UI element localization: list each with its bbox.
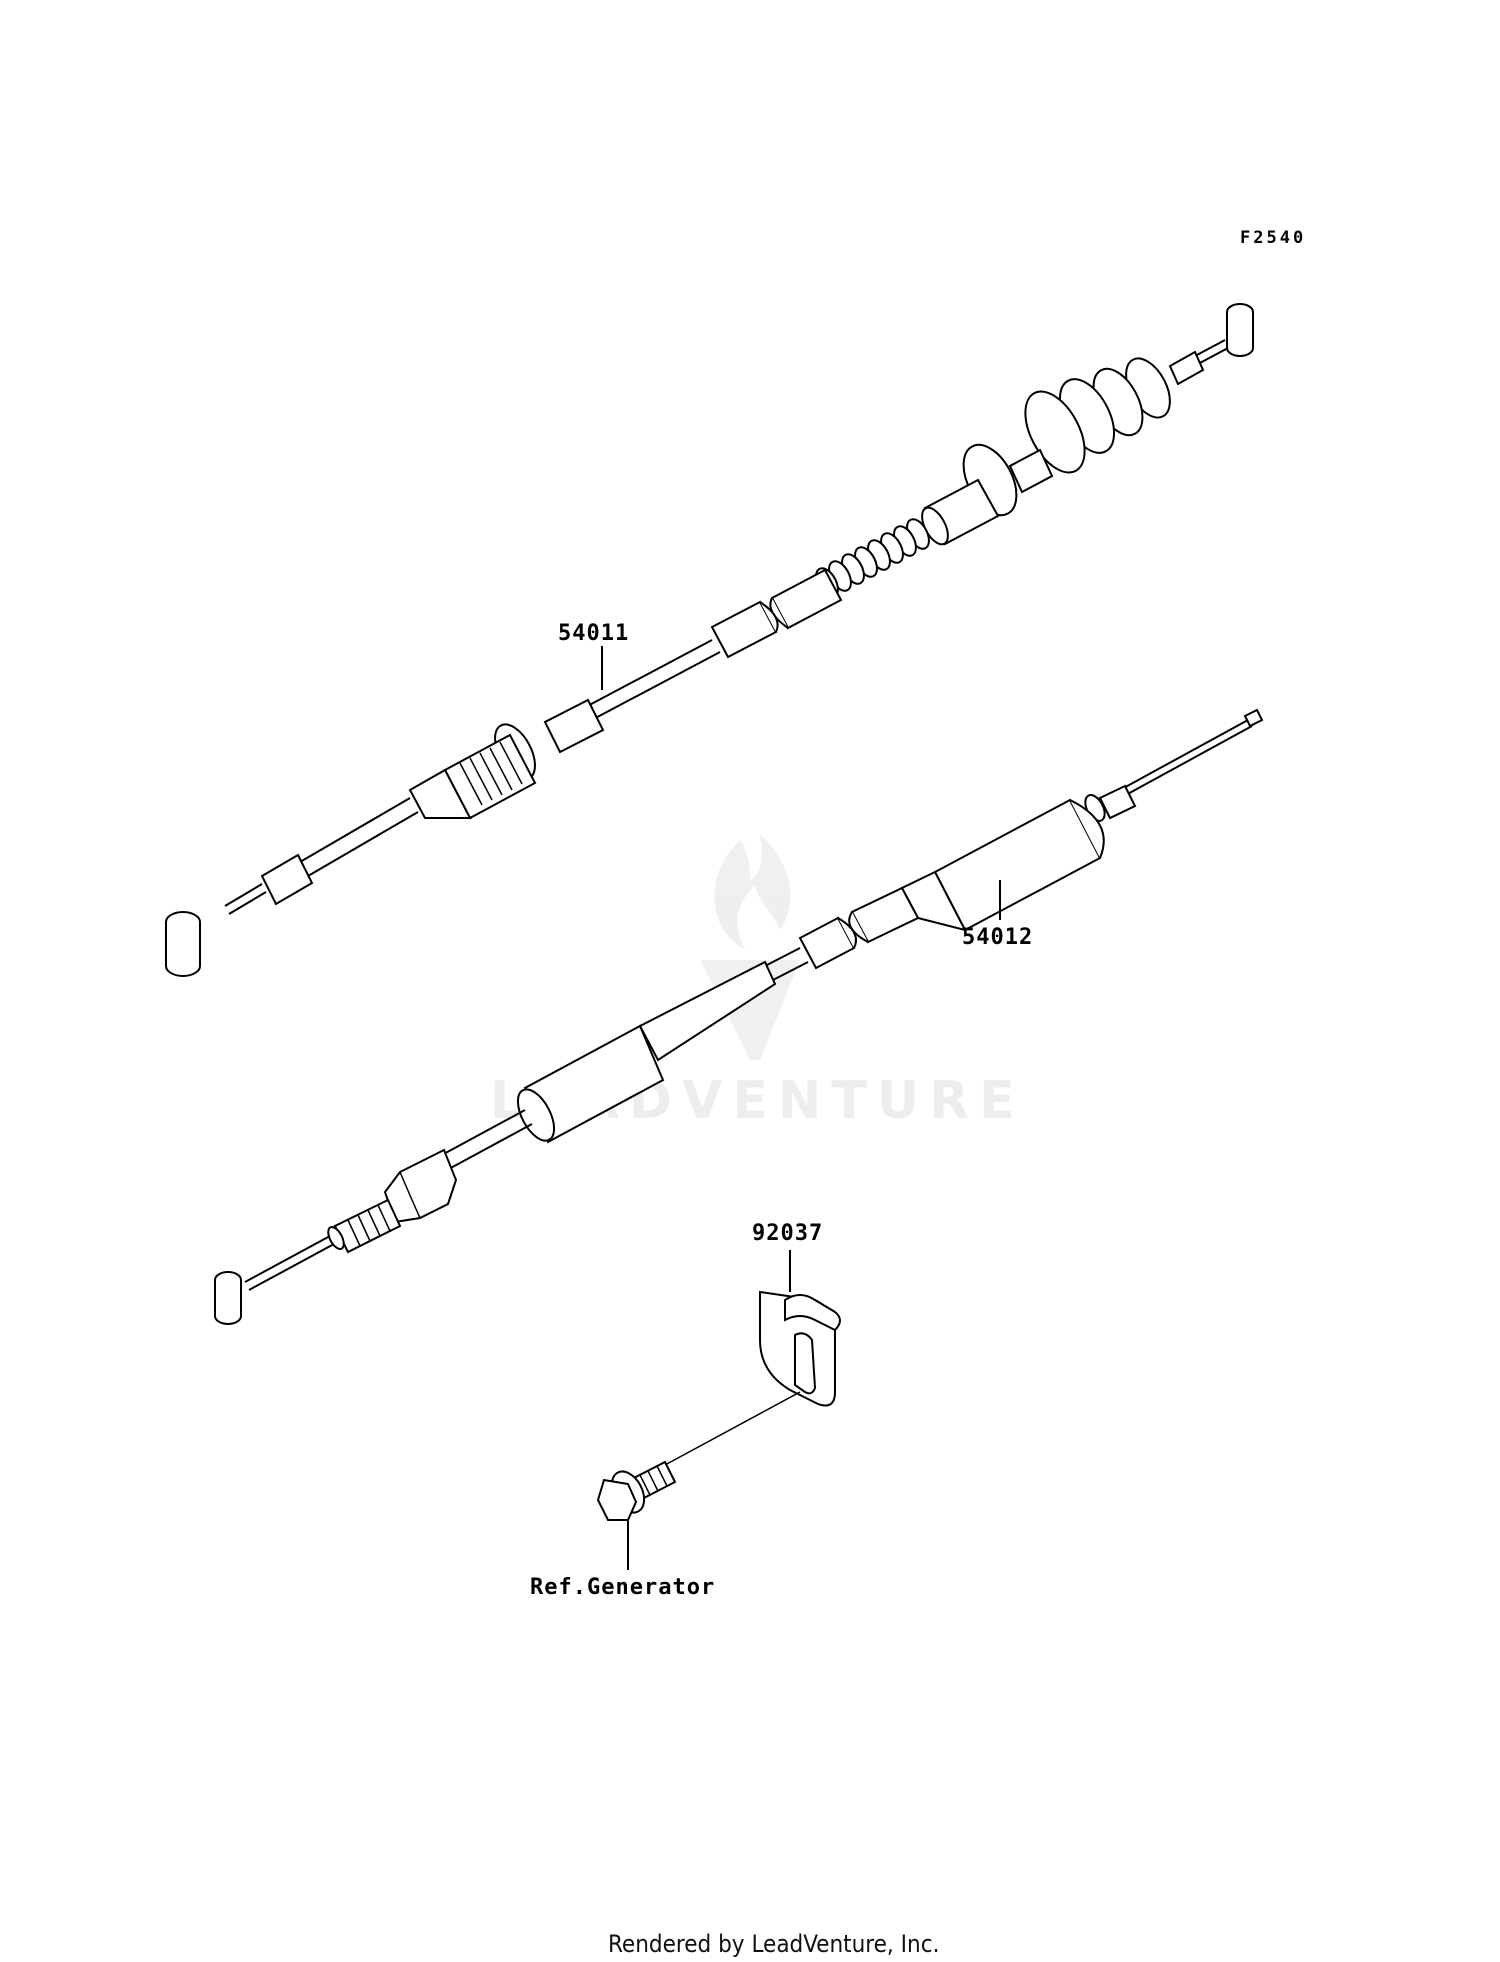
label-54012: 54012 bbox=[962, 925, 1033, 950]
label-92037: 92037 bbox=[752, 1221, 823, 1246]
bolt-ref-generator[interactable]: Ref.Generator bbox=[530, 1391, 801, 1600]
footer-credit: Rendered by LeadVenture, Inc. bbox=[608, 1930, 939, 1958]
cable-54012[interactable]: 54012 bbox=[214, 708, 1264, 1325]
label-54011: 54011 bbox=[558, 621, 629, 646]
label-ref-generator: Ref.Generator bbox=[530, 1575, 715, 1600]
cable-54011[interactable]: 54011 bbox=[165, 303, 1254, 977]
bolt-thread bbox=[639, 1465, 668, 1496]
thread-lines bbox=[347, 1204, 391, 1247]
adjuster-knurl bbox=[459, 741, 523, 806]
figure-code: F2540 bbox=[1240, 228, 1306, 248]
clamp-92037[interactable]: 92037 bbox=[752, 1221, 841, 1407]
